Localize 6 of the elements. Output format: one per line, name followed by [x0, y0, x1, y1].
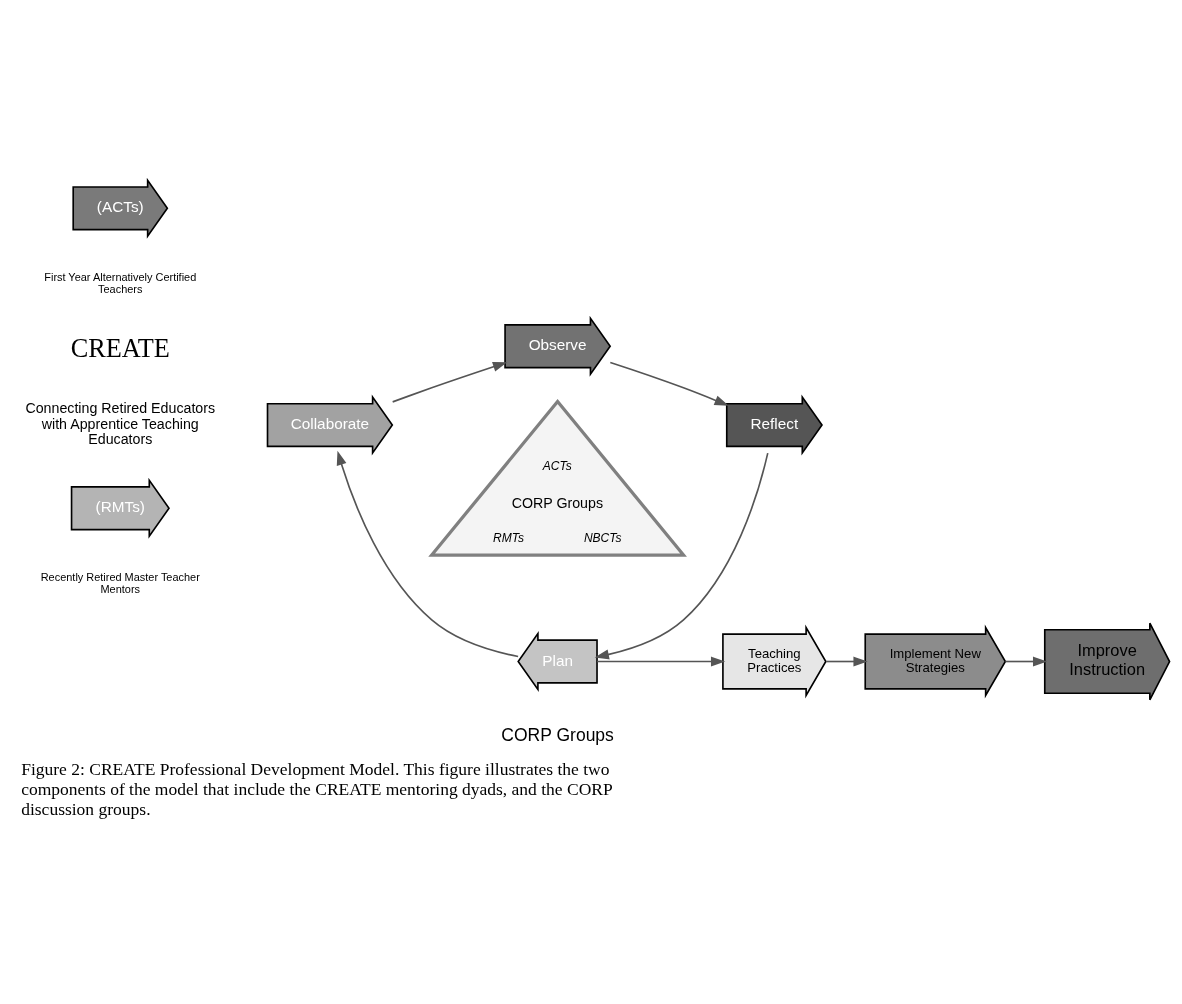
label: CREATE [70, 333, 170, 363]
node-label: Recently Retired Master Teacher Mentors [40, 570, 200, 595]
label: Connecting Retired Educators with Apprentice Teaching Educators [25, 399, 216, 447]
caption: Figure 2: CREATE Professional Development Model. This figure illustrates the two components of the model that include the CREATE mentoring dyads, and the CORP discussion groups. [21, 758, 613, 819]
label: CORP Groups [501, 724, 614, 745]
node-label: First Year Alternatively Certified Teachers [44, 270, 197, 295]
